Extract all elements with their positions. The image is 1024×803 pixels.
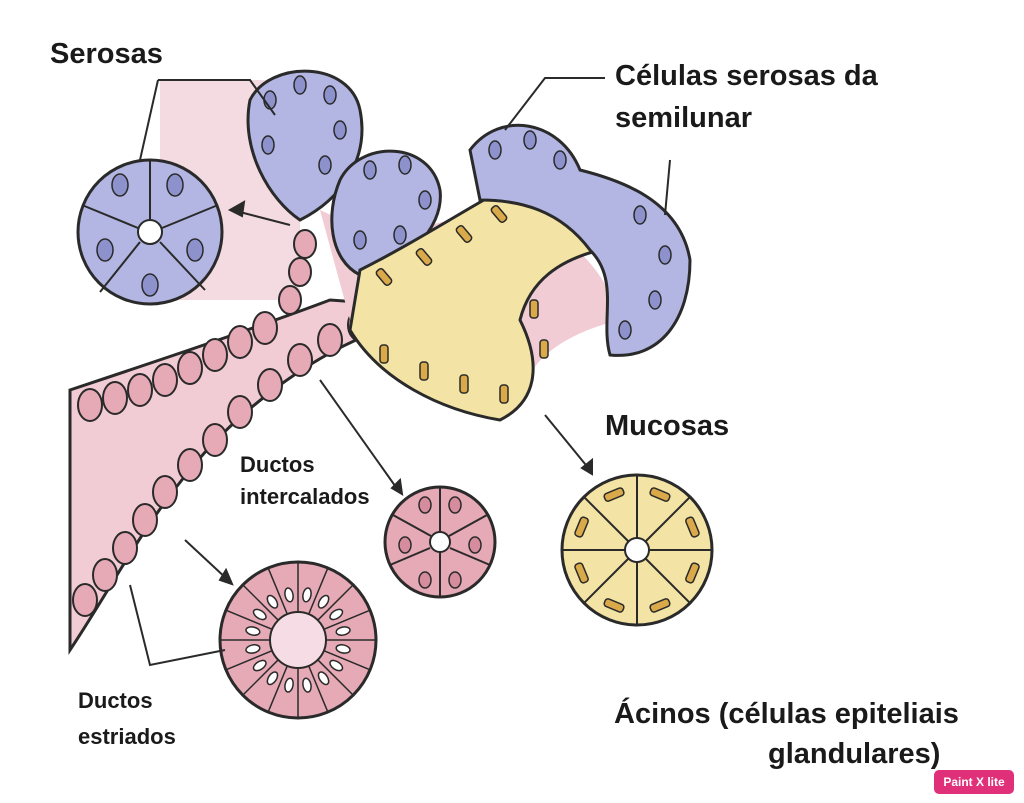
striated-cell-border xyxy=(317,659,354,696)
mucous-cell-border xyxy=(583,496,630,543)
paint-x-lite-badge: Paint X lite xyxy=(934,770,1014,794)
label-ductos-intercalados-line2: intercalados xyxy=(240,484,370,509)
striated-cell-border xyxy=(323,609,371,630)
mucous-nucleus xyxy=(574,516,589,538)
striated-cell-border xyxy=(267,567,288,615)
striated-cell-border xyxy=(225,650,273,671)
label-acinos-line1: Ácinos (células epiteliais xyxy=(614,698,959,730)
mucous-cell-border xyxy=(644,496,691,543)
mucous-nucleus xyxy=(603,487,625,502)
striated-nucleus xyxy=(284,677,294,693)
mucous-nucleus xyxy=(685,562,700,584)
striated-nucleus xyxy=(302,677,312,693)
label-ductos-estriados-line1: Ductos xyxy=(78,688,153,713)
striated-nucleus xyxy=(245,626,261,636)
striated-cell-border xyxy=(242,659,279,696)
intercalated-cross-section xyxy=(383,485,497,599)
label-celulas-line1: Células serosas da xyxy=(615,60,878,92)
striated-cell-border xyxy=(267,665,288,713)
serous-cross-section xyxy=(76,158,224,306)
striated-nucleus xyxy=(266,671,279,686)
serous-demilune xyxy=(468,123,692,357)
mucous-cell-border xyxy=(583,557,630,604)
striated-nucleus xyxy=(335,644,351,654)
striated-cell-border xyxy=(308,567,329,615)
mucous-nucleus xyxy=(685,516,700,538)
duct-wall-upper xyxy=(77,229,317,422)
mucous-cell-border xyxy=(644,557,691,604)
striated-cell-border xyxy=(225,609,273,630)
striated-nucleus xyxy=(335,626,351,636)
label-ductos-estriados-line2: estriados xyxy=(78,724,176,749)
striated-nucleus xyxy=(329,608,344,621)
striated-nucleus xyxy=(329,659,344,672)
striated-cell-border xyxy=(323,650,371,671)
striated-nucleus xyxy=(266,594,279,609)
striated-cell-border xyxy=(317,584,354,621)
mucous-cross-section xyxy=(560,473,714,627)
striated-nucleus xyxy=(317,671,330,686)
label-mucosas: Mucosas xyxy=(605,410,730,442)
striated-nucleus xyxy=(317,594,330,609)
label-ductos-intercalados-line1: Ductos xyxy=(240,452,315,477)
label-acinos-line2: glandulares) xyxy=(768,738,941,770)
mucous-tubule xyxy=(348,178,603,422)
striated-cross-section xyxy=(218,560,378,720)
mucous-nucleus xyxy=(649,598,671,613)
leader-lines xyxy=(129,77,671,667)
striated-nucleus xyxy=(284,587,294,603)
serous-acinus-top xyxy=(246,69,364,222)
striated-cell-border xyxy=(308,665,329,713)
striated-nucleus xyxy=(252,608,267,621)
mucous-nucleus xyxy=(574,562,589,584)
label-serosas: Serosas xyxy=(50,38,163,70)
mucous-nucleus xyxy=(603,598,625,613)
mucous-nucleus xyxy=(649,487,671,502)
label-celulas-line2: semilunar xyxy=(615,102,752,134)
striated-nucleus xyxy=(302,587,312,603)
striated-nucleus xyxy=(245,644,261,654)
striated-cell-border xyxy=(242,584,279,621)
striated-nucleus xyxy=(252,659,267,672)
